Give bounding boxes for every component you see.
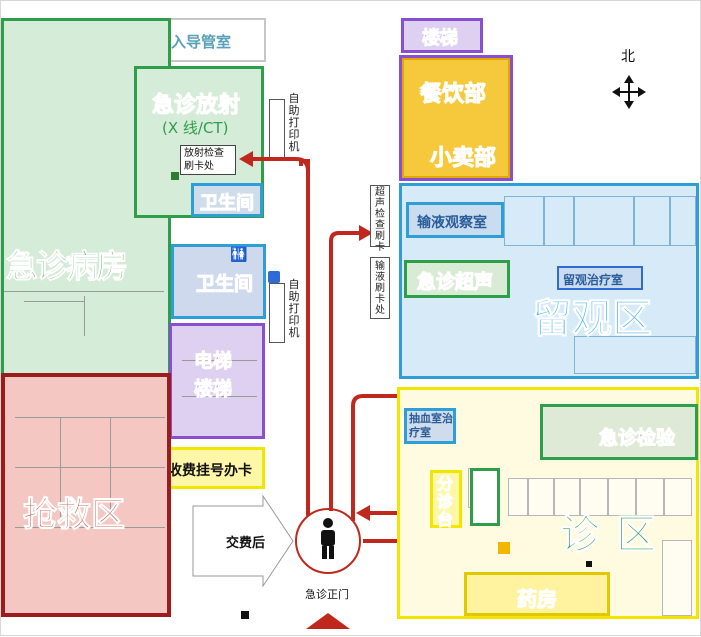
catering-shop-block: 餐饮部 小卖部 bbox=[399, 55, 513, 181]
cashier-label: 收费挂号办卡 bbox=[168, 463, 252, 479]
marker bbox=[241, 611, 249, 619]
shop-label: 小卖部 bbox=[429, 146, 497, 172]
after-payment-label: 交费后 bbox=[226, 536, 266, 551]
rescue-zone-label: 抢救区 bbox=[23, 495, 126, 536]
pharmacy-label: 药房 bbox=[517, 587, 558, 612]
restroom-2-label: 卫生间 bbox=[195, 273, 254, 296]
entrance-marker bbox=[306, 613, 350, 629]
radiology-checkin-box: 放射检查刷卡处 bbox=[180, 145, 236, 175]
clinic-zone-label: 诊区 bbox=[560, 512, 672, 559]
after-payment-arrow bbox=[192, 494, 294, 588]
marker bbox=[586, 561, 592, 567]
elevator-label: 电梯 bbox=[193, 350, 233, 373]
restroom-1-label: 卫生间 bbox=[200, 193, 255, 215]
infusion-checkin-box bbox=[370, 257, 390, 319]
clinic-zone: 抽血室治疗室 急诊检验 分诊台 心电图 诊区 药房 bbox=[397, 387, 699, 619]
blood-draw-room: 抽血室治疗室 bbox=[404, 408, 456, 444]
interventional-storage-label: 介入导管室 bbox=[156, 33, 232, 51]
rescue-zone: 抢救区 bbox=[1, 373, 171, 617]
radiology-checkin-label: 放射检查刷卡处 bbox=[184, 148, 224, 172]
infusion-observation-label: 输液观察室 bbox=[417, 215, 487, 231]
restroom-1: 卫生间 bbox=[191, 183, 263, 217]
emergency-lab-room: 急诊检验 bbox=[540, 404, 698, 460]
printer-top-label: 自助打印机 bbox=[288, 92, 300, 153]
self-service-printer-mid bbox=[269, 283, 285, 343]
observation-treatment-room: 留观治疗室 bbox=[557, 266, 643, 290]
infusion-observation-room: 输液观察室 bbox=[406, 202, 504, 238]
observation-treatment-label: 留观治疗室 bbox=[563, 273, 624, 287]
observation-zone-label: 留观区 bbox=[532, 296, 653, 343]
emergency-ultrasound-room: 急诊超声 bbox=[404, 260, 510, 298]
radiology-subtitle: (X 线/CT) bbox=[162, 119, 229, 137]
ecg-label: 心电图 bbox=[477, 474, 490, 521]
radiology-title: 急诊放射 bbox=[151, 93, 241, 119]
observation-zone: 输液观察室 急诊超声 留观治疗室 留观区 bbox=[399, 183, 699, 379]
emergency-lab-label: 急诊检验 bbox=[598, 427, 676, 450]
north-label: 北 bbox=[621, 49, 635, 65]
ultrasound-checkin-box bbox=[370, 185, 390, 247]
printer-mid-label: 自助打印机 bbox=[288, 278, 300, 339]
infusion-checkin-label: 输液刷卡处 bbox=[375, 261, 385, 316]
emergency-ultrasound-label: 急诊超声 bbox=[416, 271, 494, 294]
stairs-top-label: 楼梯 bbox=[422, 28, 459, 50]
ecg-room: 心电图 bbox=[470, 468, 500, 526]
restroom-icon: 🚻 bbox=[230, 247, 248, 263]
stairs-top: 楼梯 bbox=[401, 18, 483, 53]
catering-label: 餐饮部 bbox=[419, 82, 487, 108]
main-entrance-label: 急诊正门 bbox=[305, 588, 349, 601]
triage-label: 分诊台 bbox=[437, 474, 454, 529]
elevator-stairs-block: 电梯 楼梯 bbox=[169, 323, 265, 439]
restroom-2: 🚻 卫生间 bbox=[171, 244, 266, 319]
blood-draw-label: 抽血室治疗室 bbox=[409, 412, 453, 439]
pharmacy-room: 药房 bbox=[464, 572, 610, 616]
stairs-mid-label: 楼梯 bbox=[193, 378, 233, 401]
ultrasound-checkin-label: 超声检查刷卡 bbox=[375, 187, 385, 253]
triage-desk: 分诊台 bbox=[430, 470, 462, 529]
emergency-ward-label: 急诊病房 bbox=[5, 247, 128, 286]
